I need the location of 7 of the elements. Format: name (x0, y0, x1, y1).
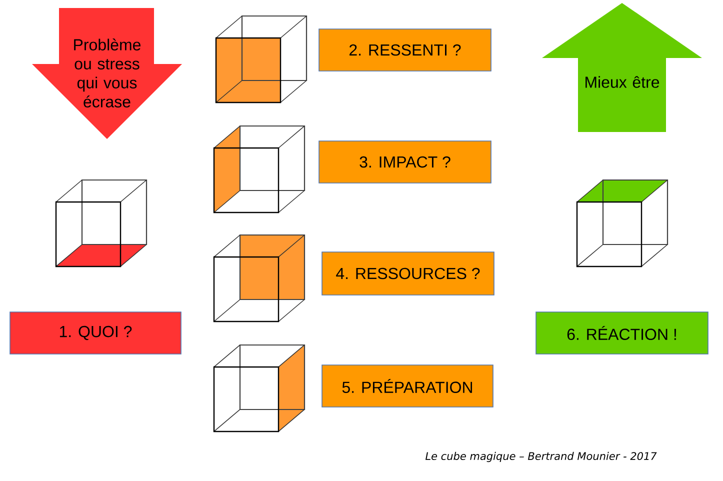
label-box: 6. RÉACTION ! (536, 312, 708, 354)
caption: Le cube magique – Bertrand Mounier - 2017 (425, 452, 657, 462)
label-box: 2. RESSENTI ? (318, 28, 492, 72)
label-box: 3. IMPACT ? (318, 140, 492, 184)
label-box: 1. QUOI ? (10, 312, 182, 354)
label-box: 4. RESSOURCES ? (322, 252, 494, 296)
label-box: 5. PRÉPARATION (322, 364, 494, 408)
